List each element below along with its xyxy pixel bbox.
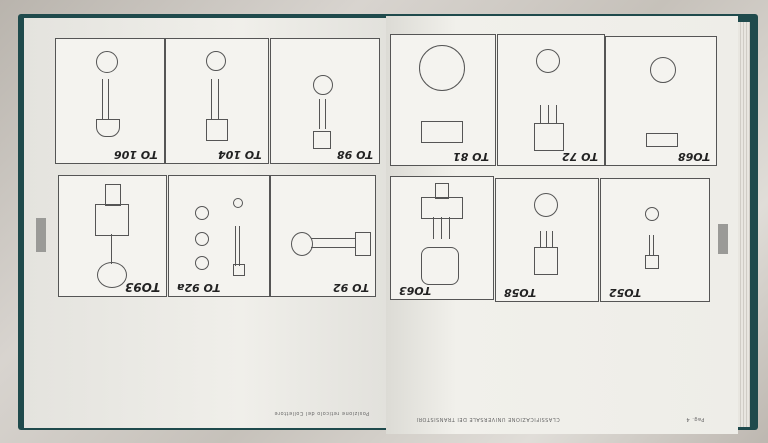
package-drawing-to72: TO 72 — [497, 34, 605, 166]
package-label: TO 81 — [453, 150, 489, 163]
left-page: TO 106 TO 104 TO 98 TO93 TO 92a TO 92 Po… — [24, 18, 386, 428]
package-label: TO63 — [399, 284, 432, 297]
index-tab — [718, 224, 728, 254]
package-drawing-to63: TO63 — [390, 176, 494, 300]
package-label: TO 72 — [562, 150, 598, 163]
package-label: TO93 — [124, 280, 160, 294]
package-drawing-to81: TO 81 — [390, 34, 496, 166]
package-drawing-to106: TO 106 — [55, 38, 165, 164]
package-drawing-to93: TO93 — [58, 175, 167, 297]
package-label: TO52 — [609, 286, 642, 299]
page-number: Pag. 4 — [686, 416, 705, 422]
package-drawing-to58: TO58 — [495, 178, 599, 302]
right-page: TO 81 TO 72 TO68 TO63 TO58 TO52 CLASSIFI… — [386, 16, 738, 434]
package-drawing-to92: TO 92 — [270, 175, 376, 297]
package-label: TO58 — [504, 286, 537, 299]
page-edges — [738, 22, 750, 427]
package-label: TO68 — [677, 150, 710, 163]
package-drawing-to68: TO68 — [605, 36, 717, 166]
package-drawing-to52: TO52 — [600, 178, 710, 302]
package-label: TO 98 — [337, 148, 373, 161]
index-tab — [36, 218, 46, 252]
package-drawing-to92a: TO 92a — [168, 175, 270, 297]
package-label: TO 106 — [114, 148, 158, 161]
package-drawing-to104: TO 104 — [165, 38, 269, 164]
package-label: TO 92 — [333, 281, 369, 294]
page-footer: CLASSIFICAZIONE UNIVERSALE DEI TRANSISTO… — [416, 416, 560, 422]
package-drawing-to98: TO 98 — [270, 38, 380, 164]
package-label: TO 92a — [177, 281, 221, 294]
package-label: TO 104 — [218, 148, 262, 161]
page-footer: Posizione reticolo del Collettore — [274, 410, 370, 416]
